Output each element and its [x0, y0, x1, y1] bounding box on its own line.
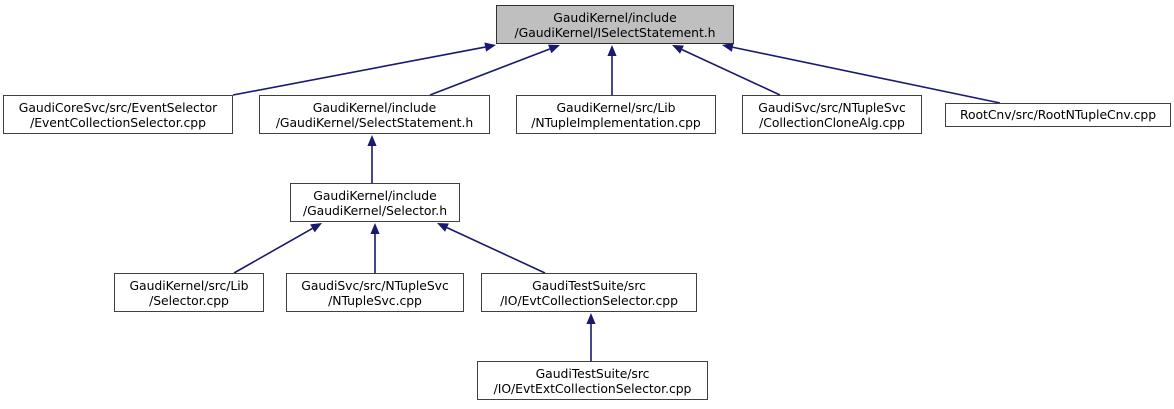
node-label-line1: GaudiCoreSvc/src/EventSelector — [18, 99, 218, 115]
node-label-line1: GaudiTestSuite/src — [535, 365, 650, 381]
node-label-line2: /EventCollectionSelector.cpp — [30, 114, 206, 130]
node-label-line2: /NTupleSvc.cpp — [328, 292, 422, 308]
node-label-line1: GaudiKernel/include — [312, 99, 437, 115]
node-label-line1: GaudiKernel/include — [313, 187, 437, 203]
graph-node-rootntuplecnv[interactable]: RootCnv/src/RootNTupleCnv.cpp — [945, 103, 1171, 127]
node-label-line1: GaudiKernel/src/Lib — [129, 277, 249, 293]
node-label-line2: /Selector.cpp — [149, 292, 229, 308]
node-label-line2: /IO/EvtExtCollectionSelector.cpp — [493, 380, 692, 396]
node-label-line1: RootCnv/src/RootNTupleCnv.cpp — [959, 107, 1157, 122]
graph-edge-ntuplesvc_cpp-to-selector_h — [370, 223, 380, 273]
node-label-line1: GaudiSvc/src/NTupleSvc — [758, 99, 906, 115]
graph-node-eventcollectionselector[interactable]: GaudiCoreSvc/src/EventSelector/EventColl… — [3, 95, 233, 134]
node-label-line2: /CollectionCloneAlg.cpp — [759, 114, 905, 130]
graph-node-selectstatement[interactable]: GaudiKernel/include/GaudiKernel/SelectSt… — [259, 95, 490, 134]
node-label-line2: /GaudiKernel/SelectStatement.h — [275, 114, 474, 130]
graph-edge-selector_cpp-to-selector_h — [233, 223, 322, 274]
node-label-line2: /IO/EvtCollectionSelector.cpp — [500, 292, 678, 308]
graph-edge-eventcollectionselector-to-iselectstatement — [232, 42, 496, 96]
node-label-line2: /NTupleImplementation.cpp — [531, 114, 701, 130]
graph-edge-rootntuplecnv-to-iselectstatement — [722, 42, 1001, 104]
node-label-line2: /GaudiKernel/ISelectStatement.h — [514, 24, 716, 40]
graph-node-evtcollectionselector[interactable]: GaudiTestSuite/src/IO/EvtCollectionSelec… — [481, 273, 697, 312]
node-label-line1: GaudiSvc/src/NTupleSvc — [301, 277, 449, 293]
graph-node-selector_cpp[interactable]: GaudiKernel/src/Lib/Selector.cpp — [114, 273, 264, 312]
graph-edge-selectstatement-to-iselectstatement — [429, 44, 560, 96]
graph-edge-evtextcollectionselector-to-evtcollectionselector — [586, 313, 596, 361]
graph-node-selector_h[interactable]: GaudiKernel/include/GaudiKernel/Selector… — [290, 183, 460, 222]
node-label-line1: GaudiKernel/include — [553, 9, 677, 25]
node-label-line1: GaudiKernel/src/Lib — [556, 99, 676, 115]
graph-node-ntupleimplementation[interactable]: GaudiKernel/src/Lib/NTupleImplementation… — [516, 95, 716, 134]
node-label-line1: GaudiTestSuite/src — [532, 277, 646, 293]
node-label-line2: /GaudiKernel/Selector.h — [302, 202, 448, 218]
graph-node-iselectstatement[interactable]: GaudiKernel/include/GaudiKernel/ISelectS… — [496, 5, 734, 44]
graph-edge-ntupleimplementation-to-iselectstatement — [607, 45, 617, 95]
graph-node-evtextcollectionselector[interactable]: GaudiTestSuite/src/IO/EvtExtCollectionSe… — [477, 361, 708, 400]
graph-edge-collectionclonealg-to-iselectstatement — [672, 45, 781, 96]
graph-edge-evtcollectionselector-to-selector_h — [437, 223, 546, 274]
graph-node-ntuplesvc_cpp[interactable]: GaudiSvc/src/NTupleSvc/NTupleSvc.cpp — [286, 273, 464, 312]
graph-node-collectionclonealg[interactable]: GaudiSvc/src/NTupleSvc/CollectionCloneAl… — [742, 95, 922, 134]
graph-edge-selector_h-to-selectstatement — [367, 135, 377, 183]
